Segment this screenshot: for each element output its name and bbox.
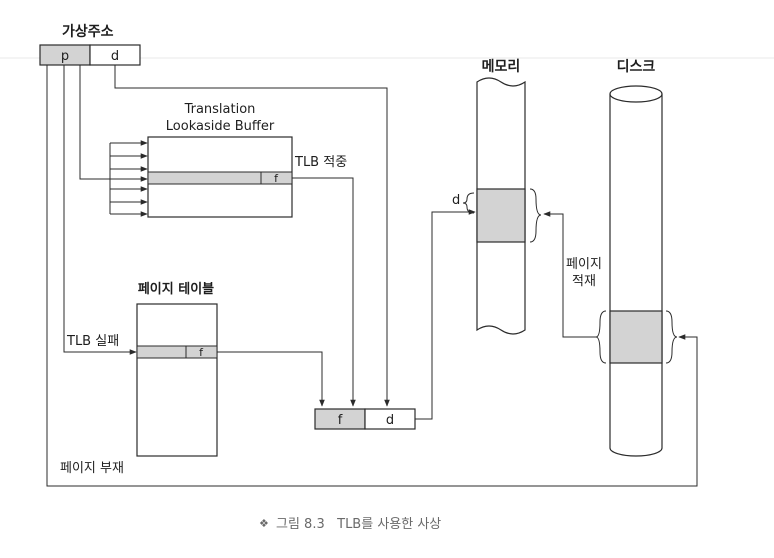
page-table-entry (136, 345, 218, 359)
tlb-miss-arrow (63, 65, 137, 355)
page-load-arrow (543, 211, 596, 338)
memory-offset-brace (462, 192, 475, 214)
page-table-frame-label: f (199, 346, 204, 359)
page-load-label-line2: 적재 (572, 274, 596, 289)
disk-title: 디스크 (617, 59, 656, 75)
disk-cylinder (609, 85, 663, 457)
offset-label: d (111, 49, 119, 64)
page-number-to-tlb-arrow (79, 65, 148, 182)
page-load-label-line1: 페이지 (566, 257, 602, 272)
tlb-hit-label: TLB 적중 (294, 155, 347, 170)
disk-page (609, 310, 663, 364)
memory-frame-brace (529, 188, 542, 243)
memory-offset-marker: d (452, 193, 460, 208)
caption-bullet: ❖ (259, 517, 269, 530)
page-table: f (136, 303, 218, 457)
page-table-to-physical-arrow (217, 351, 325, 407)
virtual-address-box: p d (39, 44, 141, 66)
tlb-frame-label: f (274, 172, 279, 185)
tlb-hit-entry (147, 171, 293, 185)
tlb-table: f (147, 136, 293, 218)
physical-address-box: f d (314, 408, 416, 430)
memory-column (476, 77, 526, 335)
tlb-hit-arrow (292, 177, 356, 407)
tlb-title-line2: Lookaside Buffer (166, 119, 275, 134)
memory-title: 메모리 (482, 59, 521, 75)
physical-frame-label: f (338, 413, 343, 428)
disk-page-right-brace (665, 310, 678, 364)
disk-page-left-brace (595, 310, 607, 364)
offset-arrow (114, 65, 390, 407)
tlb-title-line1: Translation (184, 102, 256, 117)
page-table-title: 페이지 테이블 (138, 281, 214, 297)
page-fault-label: 페이지 부재 (60, 461, 124, 476)
physical-to-memory-arrow (415, 209, 476, 420)
page-fault-arrow (46, 65, 698, 487)
virtual-address-title: 가상주소 (62, 24, 114, 40)
tlb-miss-label: TLB 실패 (66, 334, 119, 349)
memory-frame (476, 188, 526, 243)
figure-caption: 그림 8.3 TLB를 사용한 사상 (276, 517, 441, 532)
page-number-label: p (61, 49, 69, 64)
physical-offset-label: d (386, 413, 394, 428)
